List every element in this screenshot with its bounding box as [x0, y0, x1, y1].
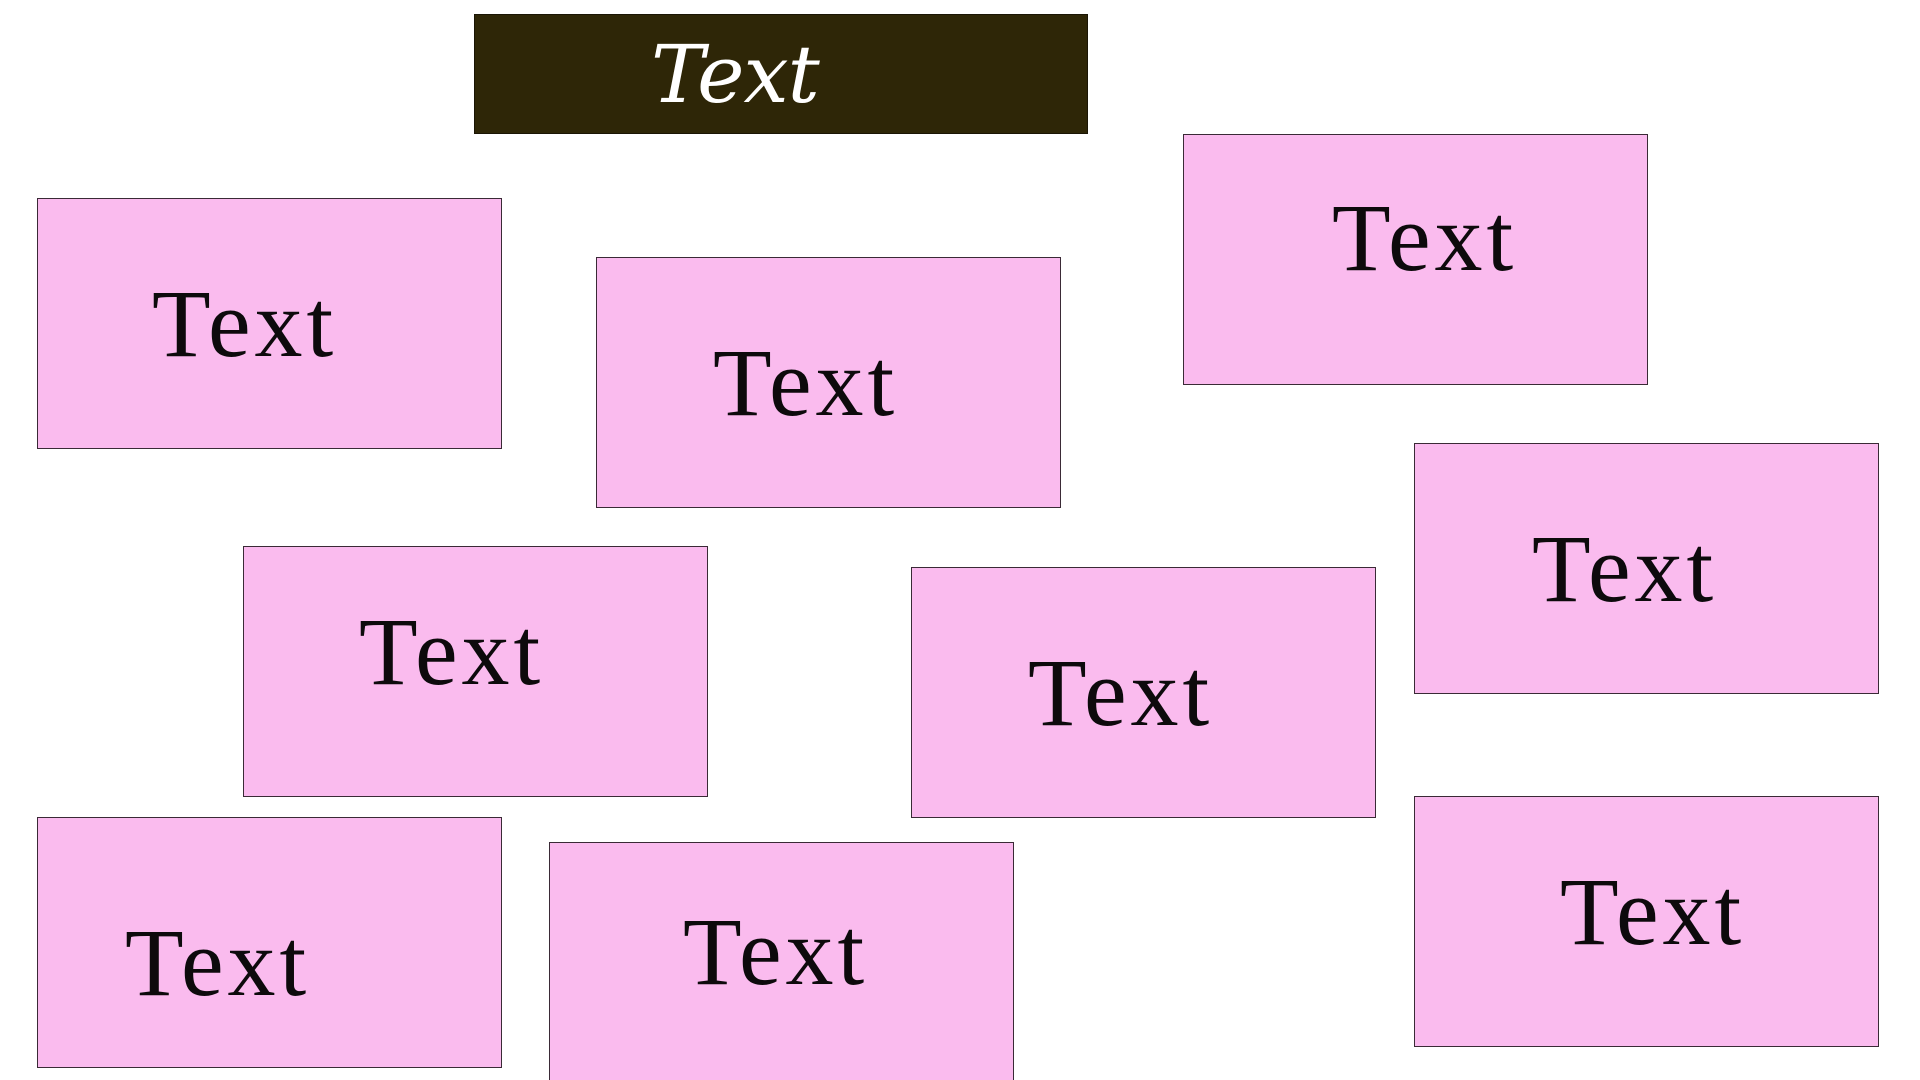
text-box-9[interactable]: Text: [1414, 796, 1879, 1047]
text-box-label: Text: [152, 270, 338, 377]
text-box-label: Text: [125, 909, 311, 1016]
text-box-8[interactable]: Text: [549, 842, 1014, 1080]
text-box-label: Text: [1332, 184, 1518, 291]
text-box-7[interactable]: Text: [37, 817, 502, 1068]
text-box-4[interactable]: Text: [243, 546, 708, 797]
text-box-2[interactable]: Text: [596, 257, 1061, 508]
text-box-6[interactable]: Text: [1414, 443, 1879, 694]
title-banner[interactable]: Text: [474, 14, 1088, 134]
text-box-3[interactable]: Text: [1183, 134, 1648, 385]
text-box-1[interactable]: Text: [37, 198, 502, 449]
title-text: Text: [651, 28, 820, 121]
text-box-label: Text: [1560, 858, 1746, 965]
text-box-label: Text: [1028, 639, 1214, 746]
text-box-5[interactable]: Text: [911, 567, 1376, 818]
text-box-label: Text: [1532, 515, 1718, 622]
text-box-label: Text: [359, 598, 545, 705]
text-box-label: Text: [713, 329, 899, 436]
text-box-label: Text: [683, 898, 869, 1005]
